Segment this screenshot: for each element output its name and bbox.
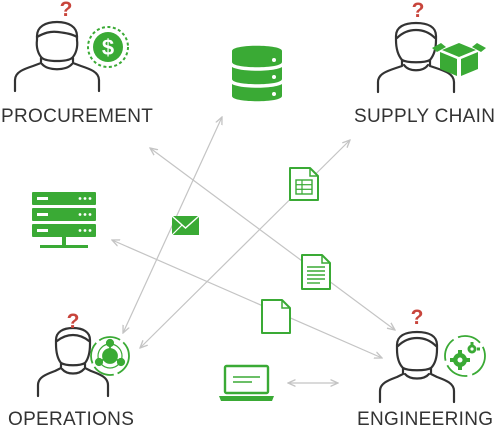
operations-question-mark: ? <box>67 310 80 333</box>
laptop-icon <box>219 364 274 401</box>
supply-chain-question-mark: ? <box>412 0 425 22</box>
procurement-question-mark: ? <box>60 0 73 21</box>
dollar-symbol: $ <box>102 35 114 60</box>
procurement-person-icon <box>13 20 101 93</box>
engineering-person-icon <box>378 330 456 404</box>
document-icon-lined <box>301 254 331 290</box>
engineering-question-mark: ? <box>411 306 424 329</box>
database-icon <box>232 45 282 102</box>
procurement-label: PROCUREMENT <box>1 106 154 127</box>
connector-lines <box>112 117 395 383</box>
server-icon <box>32 192 96 248</box>
gears-icon <box>444 335 486 377</box>
supply-chain-person-icon <box>376 21 456 94</box>
molecule-icon <box>90 336 130 376</box>
spreadsheet-icon <box>289 167 319 201</box>
supply-chain-label: SUPPLY CHAIN <box>354 106 496 127</box>
connector-supplychain-operations <box>140 140 350 348</box>
document-icon-blank <box>261 299 291 334</box>
envelope-icon <box>171 215 200 236</box>
operations-label: OPERATIONS <box>8 409 135 430</box>
box-icon <box>432 43 486 76</box>
dollar-badge-icon: $ <box>87 26 129 68</box>
connector-server-engineering <box>112 240 382 358</box>
engineering-label: ENGINEERING <box>357 409 494 430</box>
operations-person-icon <box>36 326 110 398</box>
